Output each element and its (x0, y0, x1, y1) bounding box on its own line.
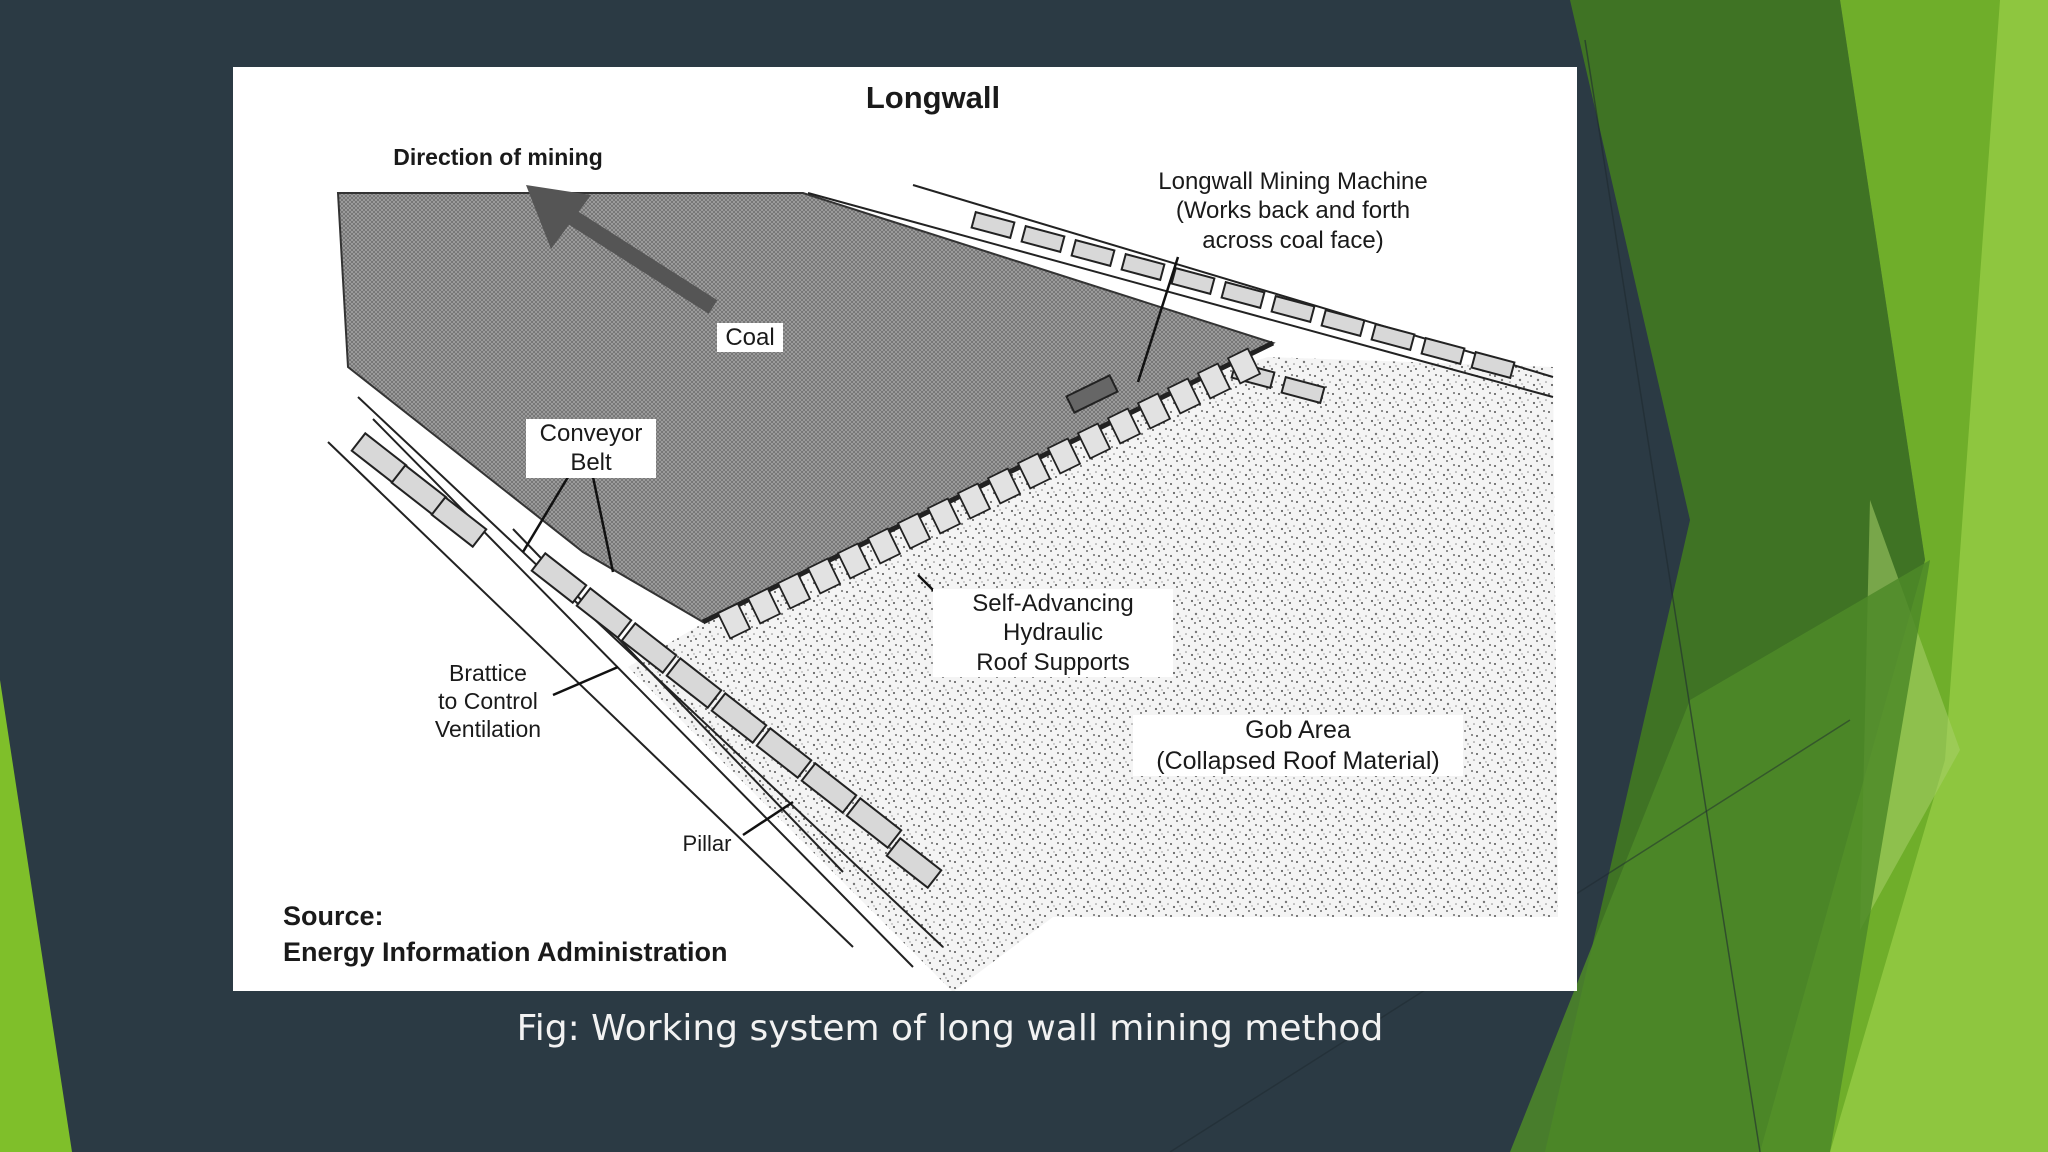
direction-arrow-head (526, 185, 591, 249)
headgate-pillars (350, 431, 943, 890)
direction-label: Direction of mining (393, 144, 603, 170)
conveyor-belt-label: Conveyor Belt (526, 419, 656, 478)
roof-supports-label-line3: Roof Supports (976, 648, 1130, 676)
mining-machine-label-line2: (Works back and forth (1175, 197, 1411, 225)
tailgate-pillars (970, 210, 1516, 405)
longwall-diagram: Longwall Direction of mining Longwall Mi… (233, 67, 1577, 991)
diagram-title: Longwall (865, 80, 1001, 115)
figure-caption: Fig: Working system of long wall mining … (516, 1008, 1384, 1049)
brattice-label-line2: to Control (438, 688, 538, 715)
roof-supports-label-line2: Hydraulic (1002, 619, 1104, 647)
source-heading: Source: (283, 901, 384, 931)
mining-machine-label-line1: Longwall Mining Machine (1158, 168, 1428, 195)
conveyor-belt-label-line1: Conveyor (539, 420, 643, 447)
green-facet-right-light (1830, 0, 2048, 1152)
source-name: Energy Information Administration (283, 936, 728, 967)
pillar-label: Pillar (682, 831, 732, 856)
mining-machine (1065, 374, 1119, 414)
roof-supports-label-line1: Self-Advancing (972, 590, 1134, 617)
source-credit: Source: Energy Information Administratio… (283, 899, 728, 971)
green-facet-lower (1510, 560, 1930, 1152)
direction-arrow (548, 198, 718, 314)
green-facet-left (0, 680, 72, 1152)
leader-lines (521, 256, 1180, 837)
brattice-label-line1: Brattice (449, 660, 527, 686)
mining-machine-label-line3: across coal face) (1202, 226, 1384, 254)
roof-supports (716, 347, 1262, 640)
brattice-label: Brattice to Control Ventilation (403, 659, 573, 743)
conveyor-belt-label-line2: Belt (570, 449, 612, 477)
gob-area-label-line1: Gob Area (1245, 716, 1351, 744)
coal-label: Coal (717, 323, 783, 353)
gob-area-label: Gob Area (Collapsed Roof Material) (1133, 715, 1463, 776)
roof-supports-label: Self-Advancing Hydraulic Roof Supports (933, 589, 1173, 677)
brattice-label-line3: Ventilation (434, 716, 542, 743)
mining-machine-label: Longwall Mining Machine (Works back and … (1113, 167, 1473, 255)
gob-area-label-line2: (Collapsed Roof Material) (1156, 746, 1440, 775)
